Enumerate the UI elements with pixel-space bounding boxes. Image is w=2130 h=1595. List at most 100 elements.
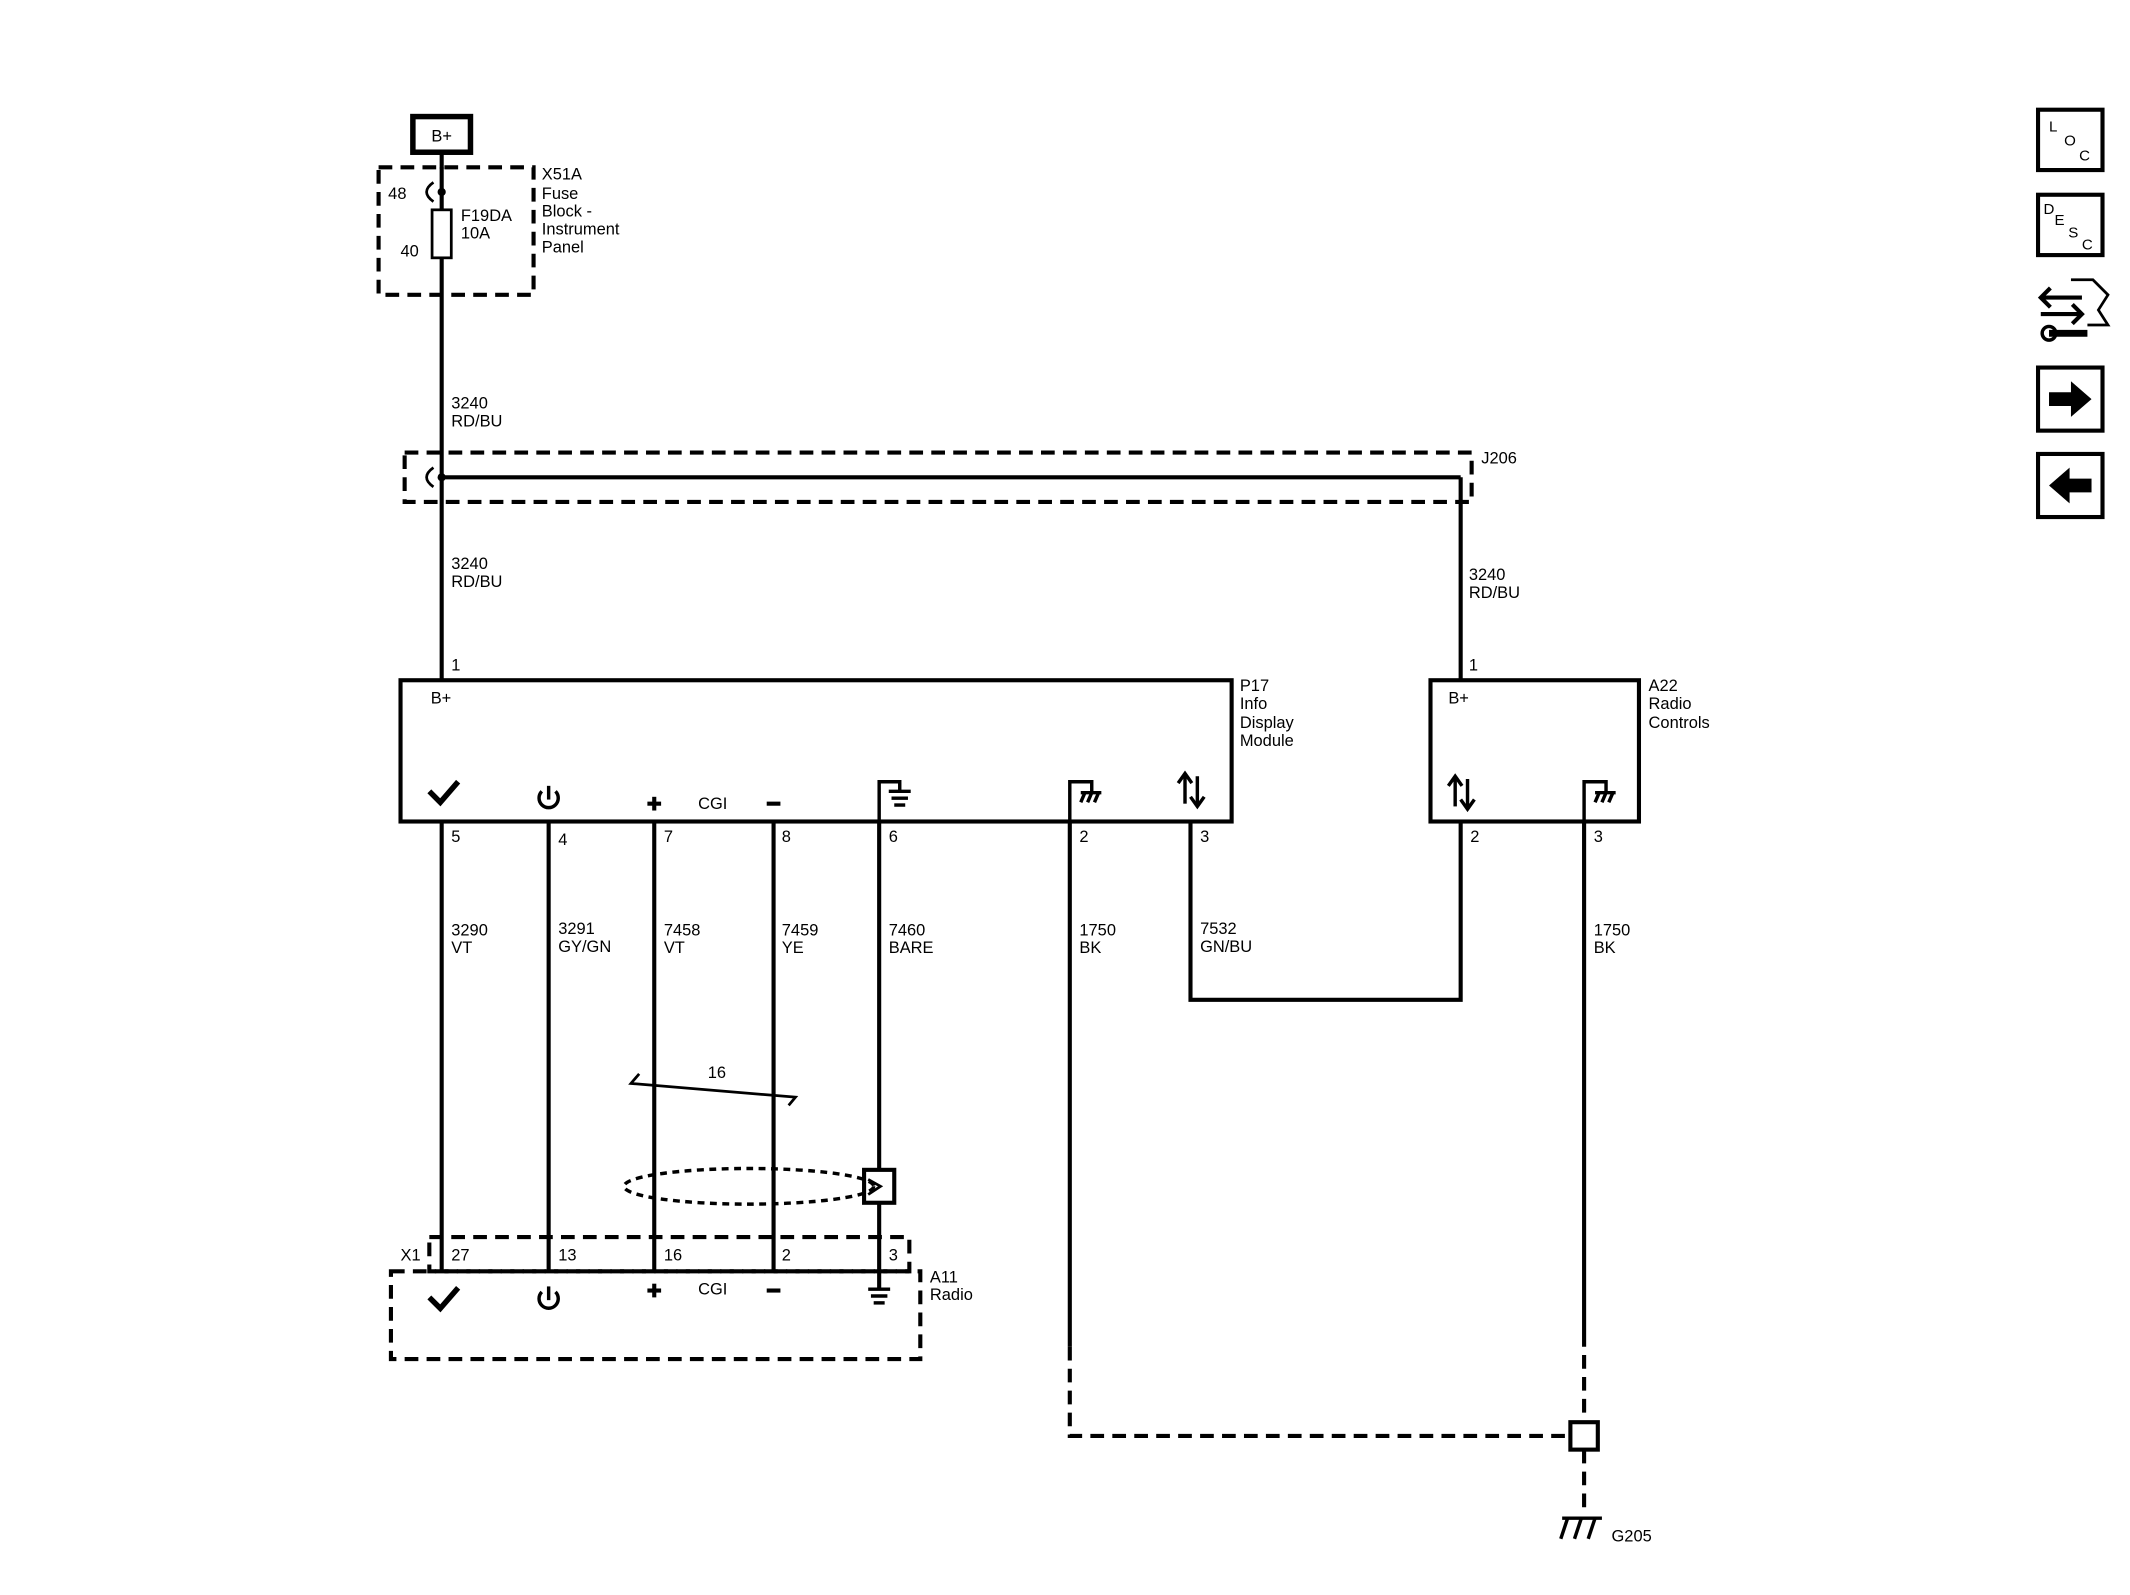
- p17-pin: 8: [782, 828, 791, 846]
- a11-pin: 2: [782, 1246, 791, 1264]
- fuse-element: [430, 208, 453, 260]
- battery-source-box: [410, 113, 474, 155]
- bidirectional-arrows-icon: [1176, 770, 1206, 810]
- arrow-left-icon: [2049, 467, 2092, 504]
- description-button[interactable]: D E S C: [2035, 192, 2105, 258]
- chassis-ground-icon: [1559, 1516, 1602, 1540]
- description-letter: S: [2068, 224, 2078, 241]
- wire-circuit: 7460: [889, 921, 926, 939]
- wire-circuit: 1750: [1079, 921, 1116, 939]
- shield-ellipse: [622, 1166, 876, 1206]
- wire-circuit: 1750: [1594, 921, 1631, 939]
- p17-module-box: [398, 678, 1234, 824]
- arrow-right-icon: [2049, 381, 2092, 417]
- chassis-ground-icon: [1582, 780, 1616, 822]
- wire-color: VT: [451, 939, 472, 957]
- wire-circuit: 3290: [451, 921, 488, 939]
- fuse-block-name-1: Fuse: [542, 185, 579, 203]
- a22-pin-top: 1: [1469, 657, 1478, 675]
- wire-circuit: 7458: [664, 921, 701, 939]
- connector-wrench-icon[interactable]: [2037, 278, 2111, 342]
- fuse-block-name-3: Instrument: [542, 221, 620, 239]
- a11-name: Radio: [930, 1286, 973, 1304]
- check-icon: [427, 1285, 461, 1313]
- back-arrow-button[interactable]: [2035, 451, 2105, 520]
- wire-color: RD/BU: [451, 413, 502, 431]
- a11-connector-x1: [427, 1234, 912, 1274]
- wire-circuit: 3240: [1469, 566, 1506, 584]
- p17-name-3: Module: [1240, 732, 1294, 750]
- p17-name-1: Info: [1240, 695, 1267, 713]
- chassis-ground-icon: [1068, 780, 1102, 822]
- shield-drain-box: [862, 1167, 897, 1205]
- ground-ref: G205: [1612, 1528, 1652, 1546]
- a11-pin: 3: [889, 1246, 898, 1264]
- check-icon: [427, 779, 461, 807]
- splice-j206-outline: [402, 450, 1474, 505]
- a22-name-2: Controls: [1649, 714, 1710, 732]
- location-letter: O: [2064, 132, 2076, 149]
- a22-name-1: Radio: [1649, 695, 1692, 713]
- description-letter: E: [2055, 212, 2065, 229]
- p17-bplus: B+: [431, 690, 452, 708]
- wire-color: RD/BU: [451, 573, 502, 591]
- wire-color: YE: [782, 939, 804, 957]
- wire-color: RD/BU: [1469, 584, 1520, 602]
- wire-circuit: 3240: [451, 395, 488, 413]
- fuse-pin-in: 48: [388, 185, 406, 203]
- p17-ref: P17: [1240, 677, 1269, 695]
- a11-pin: 16: [664, 1246, 682, 1264]
- a11-pin: 27: [451, 1246, 469, 1264]
- wire-color: VT: [664, 939, 685, 957]
- fuse-pin-out: 40: [401, 242, 419, 260]
- twist-label: 16: [708, 1064, 726, 1082]
- p17-name-2: Display: [1240, 714, 1295, 732]
- power-icon: [537, 785, 560, 810]
- a11-ref: A11: [930, 1268, 958, 1286]
- wire-circuit: 7459: [782, 921, 819, 939]
- a22-bplus: B+: [1448, 690, 1469, 708]
- fuse-block-ref: X51A: [542, 166, 582, 184]
- wire-color: BK: [1594, 939, 1616, 957]
- wire-color: GY/GN: [558, 938, 611, 956]
- battery-source-label: B+: [431, 127, 452, 145]
- power-icon: [537, 1286, 560, 1310]
- signal-ground-icon: [877, 780, 911, 822]
- p17-pin-top: 1: [451, 657, 460, 675]
- a22-pin: 2: [1470, 828, 1479, 846]
- location-button[interactable]: L O C: [2035, 107, 2105, 173]
- p17-pin: 7: [664, 828, 673, 846]
- fuse-rating: 10A: [461, 225, 490, 243]
- p17-pin: 2: [1079, 828, 1088, 846]
- twist-indicator: [628, 1072, 799, 1107]
- fuse-block-name-2: Block -: [542, 203, 592, 221]
- p17-pin: 4: [558, 831, 567, 849]
- a11-cgi: CGI: [698, 1281, 727, 1299]
- description-letter: C: [2082, 237, 2093, 254]
- wire-circuit: 7532: [1200, 920, 1237, 938]
- description-letter: D: [2044, 201, 2055, 218]
- a11-radio-outline: [388, 1269, 923, 1362]
- wire-color: GN/BU: [1200, 938, 1252, 956]
- wire-color: BARE: [889, 939, 934, 957]
- p17-pin: 5: [451, 828, 460, 846]
- splice-ref: J206: [1481, 450, 1517, 468]
- p17-cgi: CGI: [698, 795, 727, 813]
- wire-circuit: 3291: [558, 920, 595, 938]
- bidirectional-arrows-icon: [1446, 773, 1476, 813]
- plus-icon: [647, 1283, 662, 1298]
- ground-splice-box: [1568, 1420, 1600, 1452]
- plus-icon: [647, 796, 662, 811]
- wire-color: BK: [1079, 939, 1101, 957]
- a22-pin: 3: [1594, 828, 1603, 846]
- next-arrow-button[interactable]: [2035, 365, 2105, 433]
- a11-pin: 13: [558, 1246, 576, 1264]
- a22-module-box: [1428, 678, 1642, 824]
- fuse-id: F19DA: [461, 207, 512, 225]
- p17-pin: 3: [1200, 828, 1209, 846]
- p17-pin: 6: [889, 828, 898, 846]
- a11-connector: X1: [401, 1246, 421, 1264]
- fuse-block-name-4: Panel: [542, 238, 584, 256]
- fuse-block-outline: [376, 165, 536, 297]
